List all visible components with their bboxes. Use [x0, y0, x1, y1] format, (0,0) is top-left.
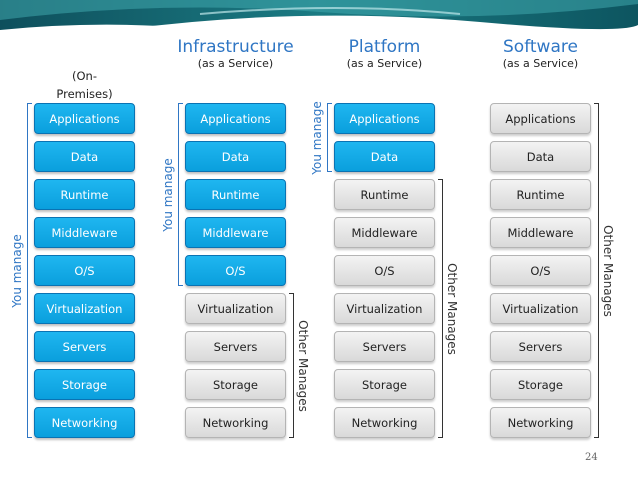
layer-box-storage: Storage [34, 369, 135, 400]
column-title-1: Infrastructure(as a Service) [165, 37, 306, 70]
layer-box-runtime: Runtime [334, 179, 435, 210]
layer-box-applications: Applications [185, 103, 286, 134]
layer-box-o-s: O/S [185, 255, 286, 286]
layer-box-runtime: Runtime [490, 179, 591, 210]
layer-box-virtualization: Virtualization [185, 293, 286, 324]
other-manages-bracket [289, 293, 294, 438]
layer-box-networking: Networking [185, 407, 286, 438]
column-title-sub: (as a Service) [346, 56, 423, 70]
other-manages-bracket [594, 103, 599, 438]
column-title-sub: (as a Service) [197, 56, 274, 70]
layer-box-servers: Servers [334, 331, 435, 362]
layer-box-middleware: Middleware [34, 217, 135, 248]
layer-box-middleware: Middleware [490, 217, 591, 248]
column-title-main: Software [503, 37, 578, 57]
you-manage-label: You manage [310, 100, 324, 175]
you-manage-bracket [27, 103, 32, 438]
page-number: 24 [585, 452, 598, 463]
layer-box-virtualization: Virtualization [490, 293, 591, 324]
header-banner [0, 0, 638, 30]
column-title-2: Platform(as a Service) [314, 37, 455, 70]
column-title-sub: (as a Service) [502, 56, 579, 70]
layer-box-o-s: O/S [490, 255, 591, 286]
layer-box-storage: Storage [334, 369, 435, 400]
layer-box-middleware: Middleware [185, 217, 286, 248]
other-manages-label: Other Manages [601, 224, 615, 317]
layer-box-data: Data [185, 141, 286, 172]
layer-box-o-s: O/S [334, 255, 435, 286]
layer-box-networking: Networking [334, 407, 435, 438]
column-title-3: Software(as a Service) [470, 37, 611, 70]
you-manage-label: You manage [10, 233, 24, 308]
other-manages-label: Other Manages [296, 319, 310, 412]
layer-box-applications: Applications [490, 103, 591, 134]
layer-box-applications: Applications [34, 103, 135, 134]
layer-box-virtualization: Virtualization [334, 293, 435, 324]
layer-box-data: Data [334, 141, 435, 172]
layer-box-runtime: Runtime [34, 179, 135, 210]
layer-box-storage: Storage [490, 369, 591, 400]
you-manage-bracket [178, 103, 183, 286]
layer-box-servers: Servers [185, 331, 286, 362]
column-title-0: (On- Premises) [44, 66, 125, 103]
layer-box-virtualization: Virtualization [34, 293, 135, 324]
column-title-main: Infrastructure [177, 37, 294, 57]
layer-box-applications: Applications [334, 103, 435, 134]
layer-box-networking: Networking [490, 407, 591, 438]
layer-box-o-s: O/S [34, 255, 135, 286]
other-manages-label: Other Manages [445, 262, 459, 355]
layer-box-servers: Servers [34, 331, 135, 362]
column-title-sub: (On- Premises) [56, 69, 113, 102]
layer-box-middleware: Middleware [334, 217, 435, 248]
layer-box-networking: Networking [34, 407, 135, 438]
layer-box-servers: Servers [490, 331, 591, 362]
column-title-main: Platform [348, 37, 421, 57]
layer-box-data: Data [490, 141, 591, 172]
layer-box-data: Data [34, 141, 135, 172]
layer-box-storage: Storage [185, 369, 286, 400]
other-manages-bracket [438, 179, 443, 438]
layer-box-runtime: Runtime [185, 179, 286, 210]
you-manage-bracket [327, 103, 332, 172]
you-manage-label: You manage [161, 157, 175, 232]
